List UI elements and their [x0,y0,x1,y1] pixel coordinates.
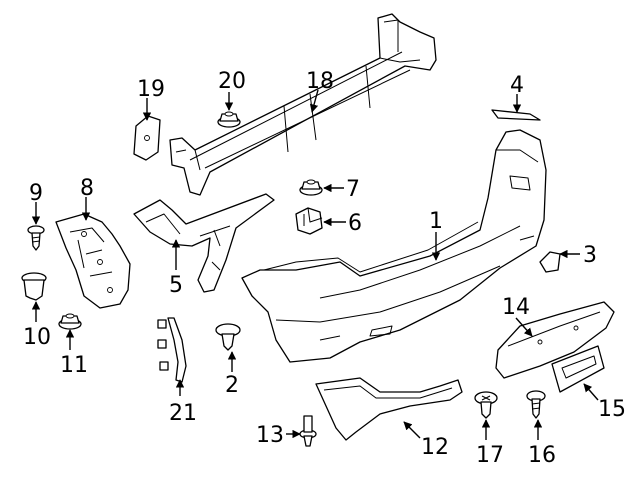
callout-4: 4 [510,73,524,98]
molding-strip[interactable] [157,317,187,383]
callout-15: 15 [598,397,626,422]
callout-11: 11 [60,353,88,378]
callout-13: 13 [256,423,284,448]
side-bracket[interactable] [55,213,131,309]
callout-17: 17 [476,443,504,468]
callout-5: 5 [169,273,183,298]
callout-14: 14 [502,295,530,320]
callout-2: 2 [225,373,239,398]
callout-16: 16 [528,443,556,468]
callouts: 1 2 3 4 5 6 7 8 9 10 11 12 13 14 15 16 1… [23,69,626,468]
callout-12: 12 [421,435,449,460]
leader-lines [31,89,599,440]
clip-nut[interactable] [295,207,323,235]
rear-bumper-cover[interactable] [241,129,547,363]
callout-7: 7 [346,177,360,202]
screw[interactable] [27,225,45,251]
callout-20: 20 [218,69,246,94]
callout-9: 9 [29,181,43,206]
push-clip[interactable] [215,323,241,351]
bolt[interactable] [526,390,546,419]
nut-20[interactable] [217,111,241,128]
screw-17[interactable] [474,391,498,419]
callout-1: 1 [429,209,443,234]
bumper-bracket-center[interactable] [133,193,275,293]
callout-10: 10 [23,325,51,350]
callout-21: 21 [169,401,197,426]
reflector-panel[interactable] [495,301,615,379]
trim-strip[interactable] [491,109,541,121]
bracket-plate[interactable] [551,345,605,393]
callout-8: 8 [80,176,94,201]
hex-nut[interactable] [299,179,323,196]
callout-6: 6 [348,211,362,236]
lower-valance[interactable] [315,377,463,441]
side-cap[interactable] [539,251,561,273]
nut[interactable] [58,313,82,330]
plug[interactable] [21,272,47,301]
pad[interactable] [133,115,161,161]
impact-bar[interactable] [169,13,437,196]
callout-3: 3 [583,243,597,268]
pin-clip[interactable] [299,415,317,447]
callout-18: 18 [306,69,334,94]
callout-19: 19 [137,77,165,102]
